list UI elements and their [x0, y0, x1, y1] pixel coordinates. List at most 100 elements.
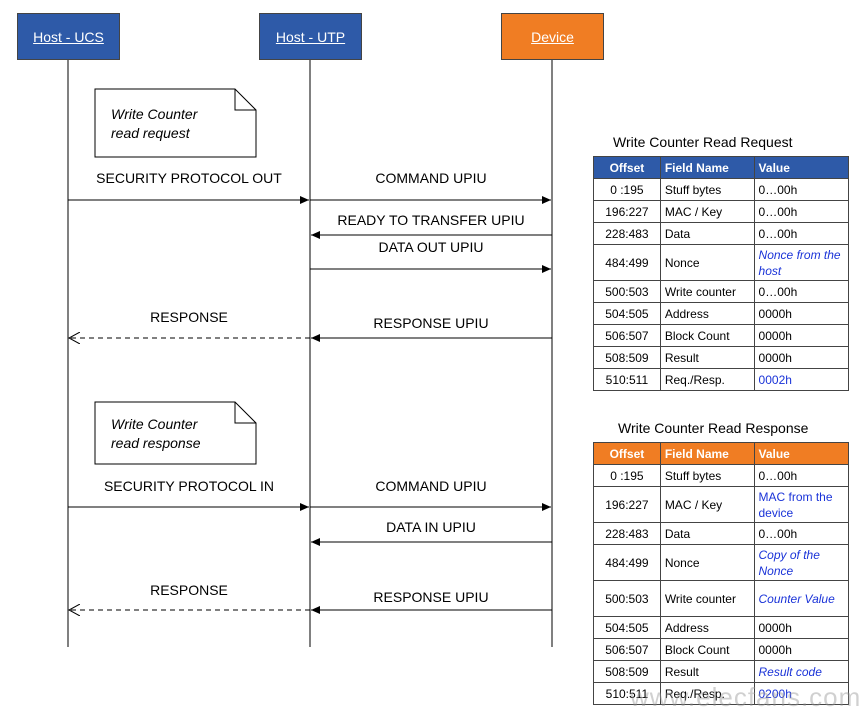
label-sec-out: SECURITY PROTOCOL OUT — [96, 170, 282, 186]
cell-field-name: Block Count — [659, 638, 755, 661]
note-response: Write Counter read response — [95, 402, 256, 464]
cell-field-name: Req./Resp. — [659, 368, 755, 391]
cell-field-name: Block Count — [659, 324, 755, 347]
cell-offset: 0 :195 — [593, 464, 661, 487]
cell-offset: 484:499 — [593, 244, 661, 281]
cell-value: Result code — [753, 660, 849, 683]
col-header-field-name: Field Name — [659, 442, 755, 465]
cell-value: Copy of the Nonce — [753, 544, 849, 581]
cell-value: 0…00h — [753, 222, 850, 245]
col-header-value: Value — [753, 156, 850, 179]
label-response-upiu-1: RESPONSE UPIU — [373, 315, 489, 331]
note-request-line-1: Write Counter — [111, 106, 198, 122]
label-cmd-2: COMMAND UPIU — [375, 478, 487, 494]
cell-field-name: Data — [659, 522, 755, 545]
col-header-field-name: Field Name — [659, 156, 755, 179]
note-request-shape — [94, 88, 257, 158]
col-header-value: Value — [753, 442, 849, 465]
response-table-header-row: Offset Field Name Value — [593, 442, 849, 465]
cell-offset: 196:227 — [593, 200, 661, 223]
actor-host-utp: Host - UTP — [259, 13, 362, 60]
response-table-title: Write Counter Read Response — [618, 420, 809, 436]
cell-field-name: Nonce — [659, 544, 755, 581]
cell-field-name: Stuff bytes — [659, 178, 755, 201]
cell-offset: 510:511 — [593, 368, 661, 391]
cell-value: 0…00h — [753, 280, 850, 303]
cell-value: 0…00h — [753, 178, 850, 201]
label-response-upiu-2: RESPONSE UPIU — [373, 589, 489, 605]
cell-offset: 508:509 — [593, 660, 661, 683]
label-response-1: RESPONSE — [150, 309, 228, 325]
cell-field-name: Data — [659, 222, 755, 245]
cell-offset: 504:505 — [593, 302, 661, 325]
cell-offset: 508:509 — [593, 346, 661, 369]
cell-offset: 228:483 — [593, 522, 661, 545]
request-table-title: Write Counter Read Request — [613, 134, 793, 150]
cell-value: 0000h — [753, 346, 850, 369]
label-data-out: DATA OUT UPIU — [378, 239, 484, 255]
note-response-line-1: Write Counter — [111, 416, 198, 432]
cell-field-name: Write counter — [659, 580, 755, 617]
cell-field-name: Address — [659, 302, 755, 325]
cell-value: 0000h — [753, 638, 849, 661]
cell-field-name: Address — [659, 616, 755, 639]
cell-offset: 500:503 — [593, 580, 661, 617]
cell-field-name: Result — [659, 660, 755, 683]
actor-device: Device — [501, 13, 604, 60]
cell-offset: 500:503 — [593, 280, 661, 303]
cell-value: Counter Value — [753, 580, 849, 617]
cell-offset: 506:507 — [593, 324, 661, 347]
note-response-shape — [94, 401, 257, 465]
cell-field-name: Stuff bytes — [659, 464, 755, 487]
cell-value: 0200h — [753, 682, 849, 705]
cell-field-name: Result — [659, 346, 755, 369]
label-ready: READY TO TRANSFER UPIU — [337, 212, 525, 228]
cell-offset: 0 :195 — [593, 178, 661, 201]
watermark: www.elecfans.com — [630, 682, 862, 712]
cell-value: 0…00h — [753, 522, 849, 545]
actor-host-ucs: Host - UCS — [17, 13, 120, 60]
cell-field-name: Req./Resp. — [659, 682, 755, 705]
cell-value: 0000h — [753, 616, 849, 639]
cell-field-name: Write counter — [659, 280, 755, 303]
cell-offset: 504:505 — [593, 616, 661, 639]
col-header-offset: Offset — [593, 442, 661, 465]
cell-offset: 196:227 — [593, 486, 661, 523]
cell-offset: 484:499 — [593, 544, 661, 581]
cell-value: 0…00h — [753, 464, 849, 487]
cell-value: 0000h — [753, 324, 850, 347]
label-sec-in: SECURITY PROTOCOL IN — [103, 478, 275, 494]
cell-value: 0002h — [753, 368, 850, 391]
note-response-line-2: read response — [111, 435, 201, 451]
cell-value: 0…00h — [753, 200, 850, 223]
label-data-in: DATA IN UPIU — [386, 519, 476, 535]
cell-field-name: MAC / Key — [659, 486, 755, 523]
col-header-offset: Offset — [593, 156, 661, 179]
cell-field-name: MAC / Key — [659, 200, 755, 223]
cell-value: Nonce from the host — [753, 244, 850, 281]
label-cmd-1: COMMAND UPIU — [375, 170, 487, 186]
label-response-2: RESPONSE — [150, 582, 228, 598]
request-table-header-row: Offset Field Name Value — [593, 156, 850, 179]
cell-field-name: Nonce — [659, 244, 755, 281]
